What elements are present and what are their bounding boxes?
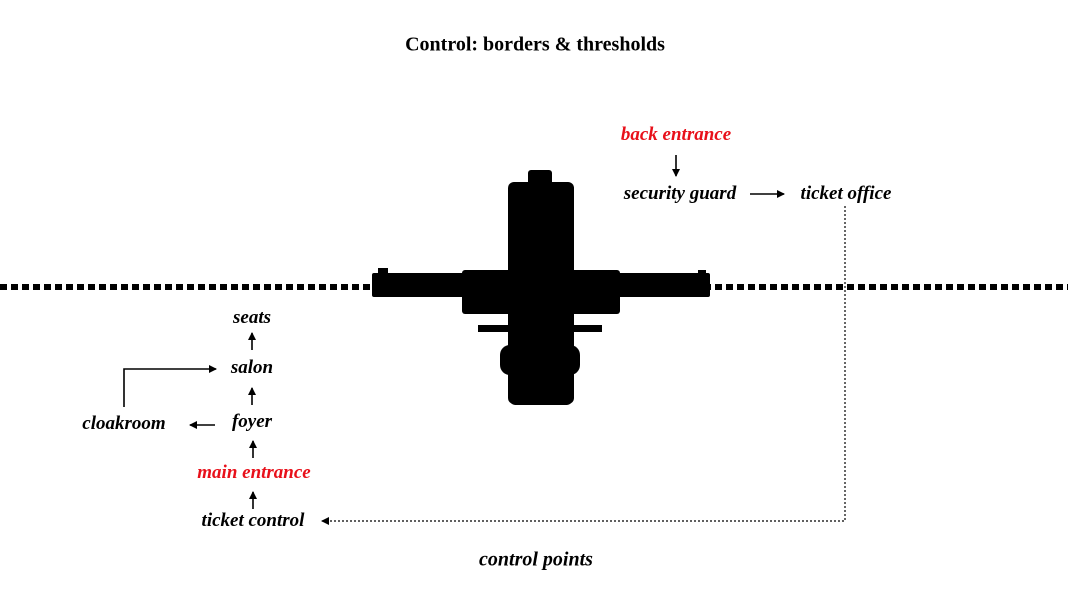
label-back-entrance: back entrance — [620, 124, 732, 145]
label-main-entrance: main entrance — [197, 462, 311, 483]
label-cloakroom: cloakroom — [82, 413, 166, 434]
label-foyer: foyer — [231, 411, 273, 432]
building-plan-silhouette — [372, 170, 710, 405]
diagram-title: Control: borders & thresholds — [405, 33, 665, 56]
label-security-guard: security guard — [623, 183, 737, 204]
label-ticket-control: ticket control — [201, 510, 305, 531]
label-salon: salon — [230, 357, 274, 378]
dotted-arrow-office-to-control — [321, 206, 846, 525]
label-ticket-office: ticket office — [800, 183, 892, 204]
arrow-cloakroom-to-salon — [123, 365, 217, 407]
label-seats: seats — [233, 307, 271, 328]
caption-control-points: control points — [479, 548, 593, 571]
